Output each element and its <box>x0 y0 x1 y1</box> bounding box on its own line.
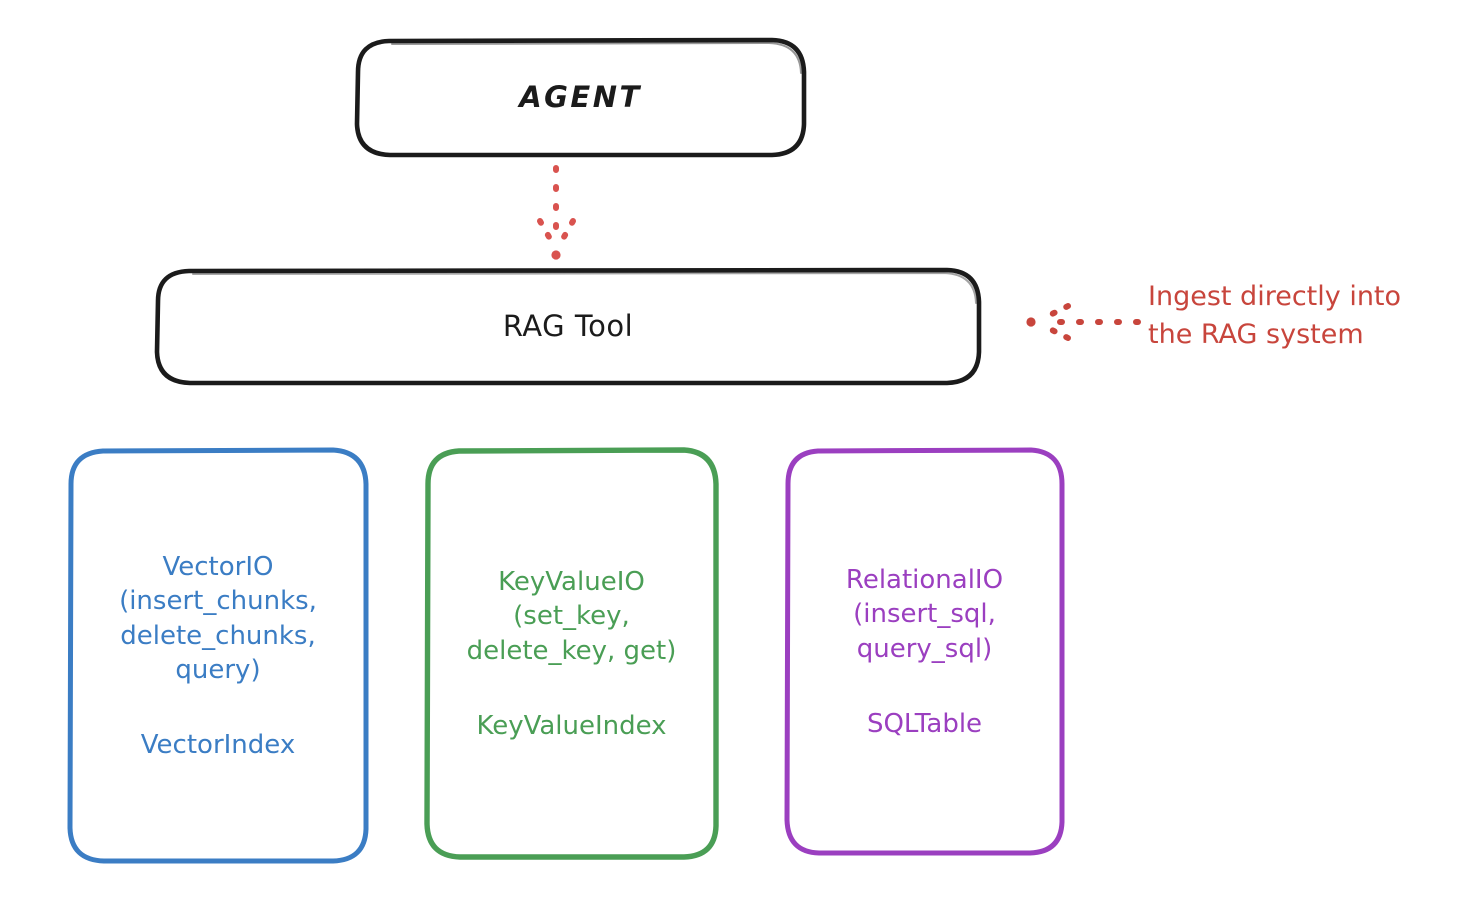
relational-io-box-outline <box>784 447 1065 856</box>
key-value-io-sublabel: KeyValueIndex <box>476 710 667 741</box>
ingest-connector <box>1026 303 1141 341</box>
vector-io-sublabel: VectorIndex <box>140 729 296 760</box>
key-value-io-node[interactable]: KeyValueIO (set_key, delete_key, get) Ke… <box>427 450 716 858</box>
vector-io-box-outline <box>67 447 369 864</box>
vector-io-node[interactable]: VectorIO (insert_chunks, delete_chunks, … <box>70 450 366 862</box>
rag-tool-box-sketch-overlay <box>192 271 977 304</box>
relational-io-sublabel: SQLTable <box>866 708 983 739</box>
rag-tool-label: RAG Tool <box>502 308 634 343</box>
agent-box-outline <box>354 37 807 158</box>
agent-to-rag-tool-connector <box>537 165 576 260</box>
relational-io-label: RelationalIO (insert_sql, query_sql) <box>845 564 1004 664</box>
key-value-io-label: KeyValueIO (set_key, delete_key, get) <box>466 566 677 666</box>
rag-tool-node[interactable]: RAG Tool <box>157 270 979 383</box>
agent-node[interactable]: AGENT <box>357 40 804 155</box>
agent-label: AGENT <box>519 79 642 114</box>
ingest-annotation-text: Ingest directly into the RAG system <box>1148 281 1402 351</box>
relational-io-node[interactable]: RelationalIO (insert_sql, query_sql) SQL… <box>787 450 1062 854</box>
key-value-io-box-outline <box>424 447 719 860</box>
vector-io-label: VectorIO (insert_chunks, delete_chunks, … <box>119 551 317 686</box>
agent-box-sketch-overlay <box>391 41 802 74</box>
rag-tool-box-outline <box>154 267 982 386</box>
